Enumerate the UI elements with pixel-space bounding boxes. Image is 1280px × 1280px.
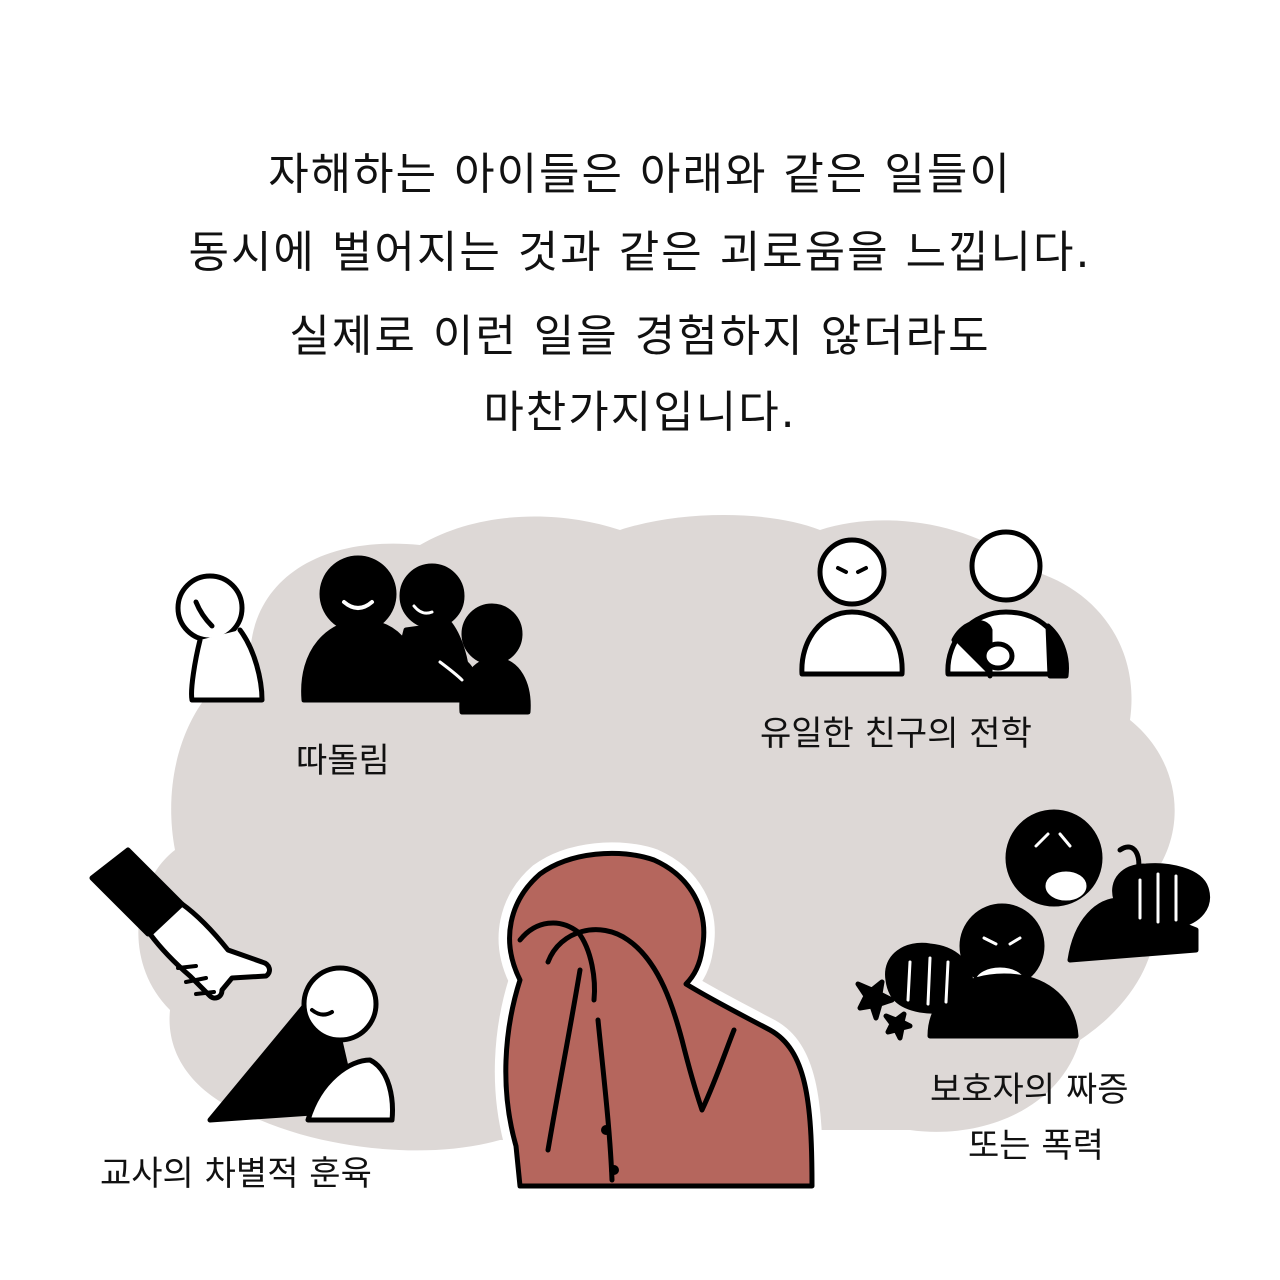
pointing-hand-icon bbox=[89, 847, 272, 1001]
shirt-button bbox=[601, 1125, 611, 1135]
right-arm-line bbox=[545, 927, 737, 1113]
teacher-scene bbox=[89, 847, 395, 1123]
isolated-child-figure bbox=[175, 573, 265, 703]
hitting-guardian-figure bbox=[927, 903, 1079, 1039]
impact-burst-icon bbox=[855, 979, 913, 1041]
shirt-button bbox=[609, 1165, 619, 1175]
caption-guardian-line-2: 또는 폭력 bbox=[968, 1126, 1104, 1166]
caption-guardian-line-1: 보호자의 짜증 bbox=[930, 1070, 1129, 1110]
punching-fist-icon bbox=[885, 942, 973, 1014]
sad-child-figure bbox=[799, 537, 905, 677]
friend-transfer-scene bbox=[799, 529, 1069, 679]
heading-line-4: 마찬가지입니다. bbox=[483, 387, 797, 438]
bully-figure-left bbox=[301, 555, 423, 703]
heading-line-3: 실제로 이런 일을 경험하지 않더라도 bbox=[289, 311, 991, 362]
guardian-violence-scene bbox=[855, 809, 1210, 1041]
bully-figure-right bbox=[429, 603, 531, 715]
raised-fist-icon bbox=[1112, 863, 1210, 930]
departing-friend-figure bbox=[945, 529, 1069, 679]
angry-guardian-figure bbox=[1005, 809, 1199, 963]
heading-line-1: 자해하는 아이들은 아래와 같은 일들이 bbox=[268, 149, 1012, 200]
caption-friend-transfer: 유일한 친구의 전학 bbox=[760, 714, 1032, 754]
caption-teacher: 교사의 차별적 훈육 bbox=[100, 1154, 372, 1194]
distressed-child-figure bbox=[494, 842, 823, 1197]
bullying-scene bbox=[175, 555, 531, 715]
torso-line bbox=[595, 1017, 615, 1183]
caption-bullying: 따돌림 bbox=[296, 741, 390, 781]
scolded-child-figure bbox=[207, 965, 395, 1123]
heading-line-2: 동시에 벌어지는 것과 같은 괴로움을 느낍니다. bbox=[188, 227, 1092, 278]
left-arm-line bbox=[545, 967, 583, 1153]
